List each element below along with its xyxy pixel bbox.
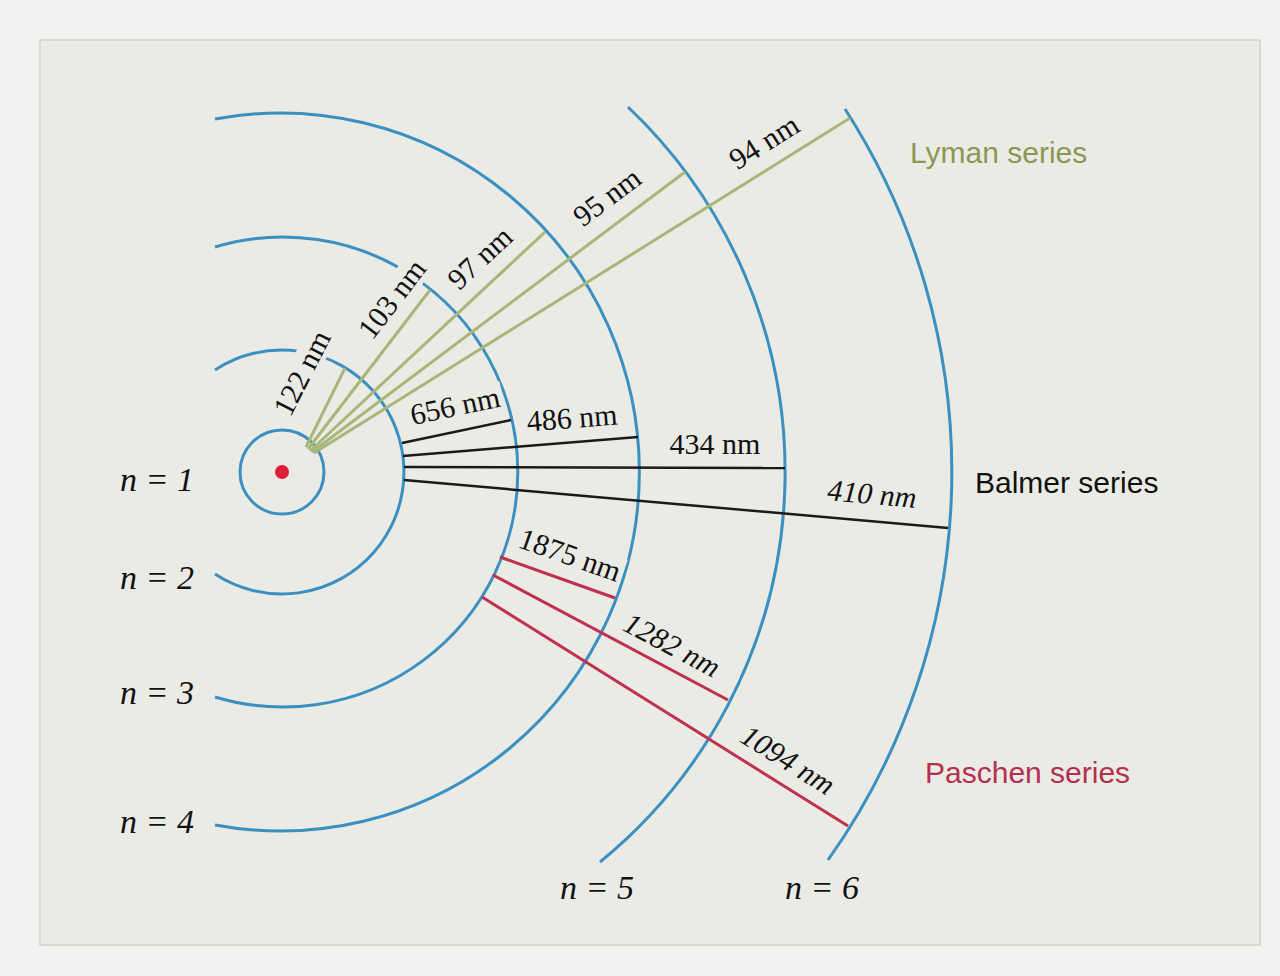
wavelength-label: 95 nm	[565, 160, 648, 233]
wavelength-label: 103 nm	[351, 251, 434, 346]
wavelength-label: 486 nm	[523, 399, 622, 436]
nucleus	[275, 465, 289, 479]
orbits	[215, 107, 952, 862]
balmer-lines	[402, 420, 948, 528]
series-label: Paschen series	[925, 758, 1130, 788]
transition-line	[312, 172, 685, 452]
transition-line	[482, 597, 848, 826]
wavelength-label: 1875 nm	[512, 522, 627, 588]
wavelength-label: 1282 nm	[616, 606, 727, 684]
wavelength-label: 122 nm	[267, 323, 338, 423]
transition-line	[493, 575, 728, 700]
orbit-label: n = 4	[120, 805, 194, 839]
orbit-3	[215, 237, 518, 707]
wavelength-label: 434 nm	[667, 429, 764, 459]
wavelength-label: 94 nm	[721, 108, 806, 177]
orbit-label: n = 2	[120, 561, 194, 595]
orbit-label: n = 1	[120, 463, 194, 497]
transition-line	[310, 232, 545, 451]
transition-line	[403, 437, 638, 456]
wavelength-label: 97 nm	[440, 219, 520, 297]
wavelength-label: 410 nm	[823, 475, 920, 513]
orbit-label: n = 6	[785, 871, 859, 905]
series-label: Lyman series	[910, 138, 1087, 168]
lyman-lines	[306, 118, 850, 453]
orbit-label: n = 3	[120, 676, 194, 710]
transition-line	[314, 118, 850, 453]
wavelength-label: 1094 nm	[733, 718, 842, 802]
series-label: Balmer series	[975, 468, 1158, 498]
panel	[40, 40, 1260, 945]
paschen-lines	[482, 557, 848, 826]
orbit-label: n = 5	[560, 871, 634, 905]
wavelength-label: 656 nm	[405, 381, 506, 430]
transition-line	[404, 467, 785, 468]
